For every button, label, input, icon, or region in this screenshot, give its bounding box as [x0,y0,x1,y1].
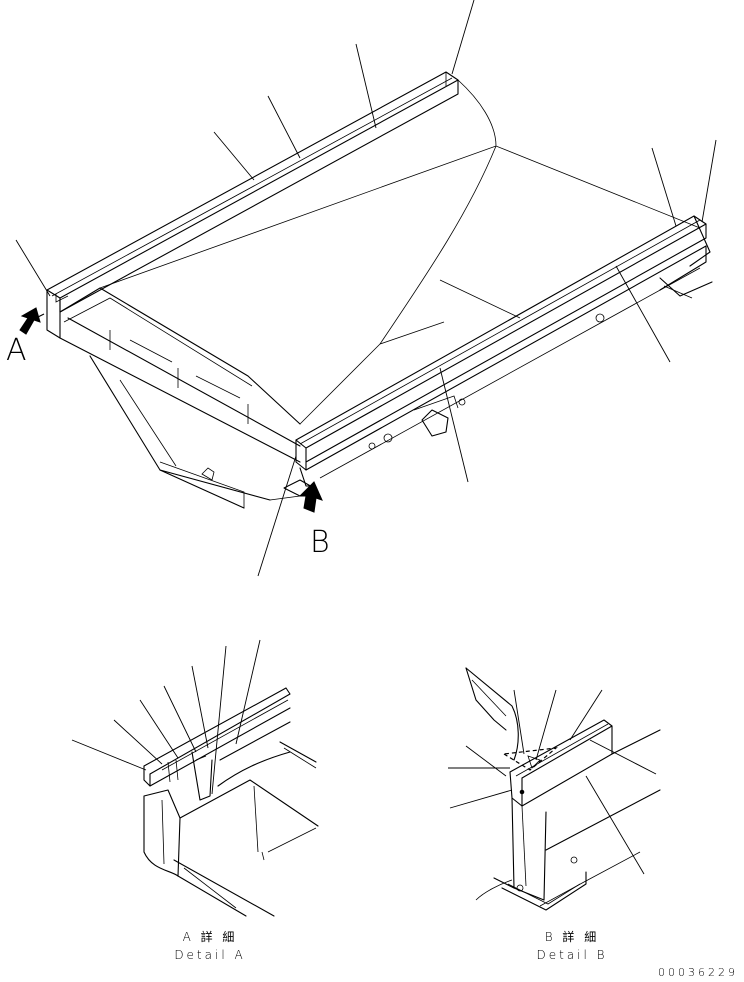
dump-body-assembly [15,0,717,577]
detail-b-caption: B 詳 細 Detail B [522,930,622,962]
detail-b-title-en: Detail B [536,948,608,962]
view-a-label: A [6,333,27,368]
detail-b-drawing [448,667,661,911]
view-b-arrow [298,481,323,513]
view-a-arrow [19,307,41,335]
detail-a-title-jp: A 詳 細 [182,930,238,944]
view-b-label: B [310,525,330,560]
detail-a-drawing [71,639,319,917]
detail-b-title-jp: B 詳 細 [544,930,600,944]
detail-a-title-en: Detail A [174,948,246,962]
drawing-code: 00036229 [658,966,738,979]
detail-a-caption: A 詳 細 Detail A [160,930,260,962]
